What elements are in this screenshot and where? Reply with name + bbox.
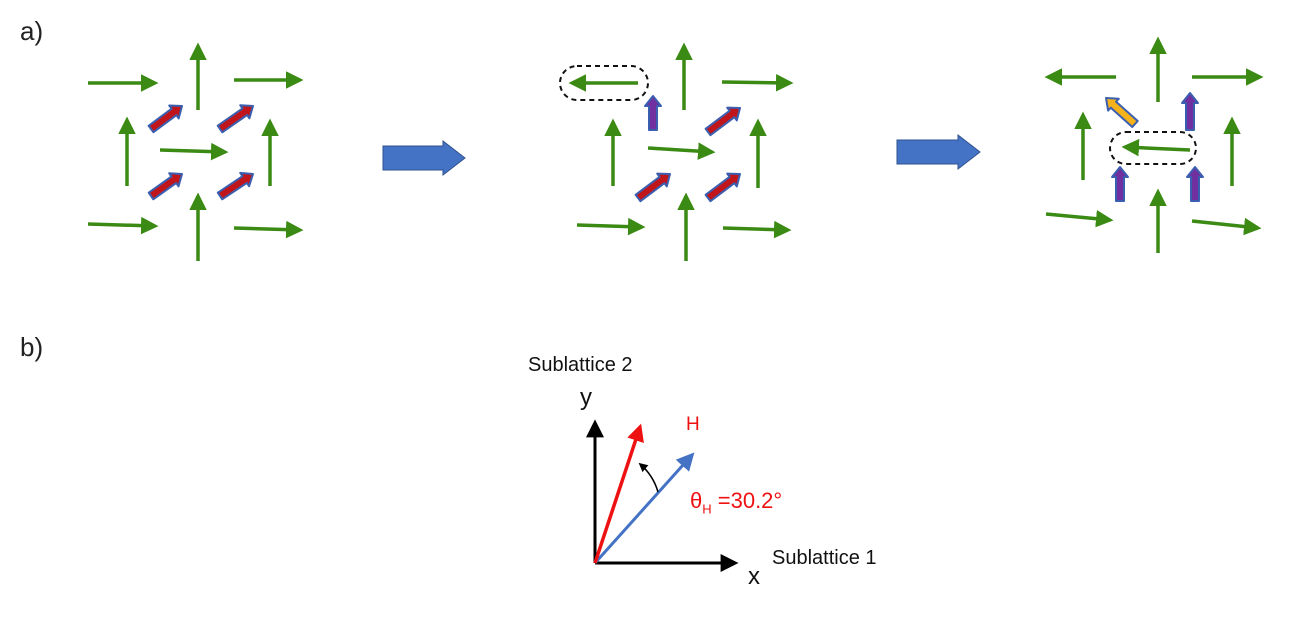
green-spin-arrow bbox=[576, 217, 646, 236]
red-spin-arrow bbox=[147, 172, 183, 201]
red-spin-arrow bbox=[634, 172, 671, 203]
angle-symbol: θ bbox=[690, 488, 703, 513]
green-spin-arrow bbox=[1191, 217, 1262, 236]
red-spin-arrow bbox=[216, 171, 254, 201]
purple-spin-arrow bbox=[1111, 166, 1129, 202]
green-spin-arrow bbox=[647, 142, 716, 160]
red-spin-arrow bbox=[147, 104, 183, 134]
green-spin-arrow bbox=[233, 220, 304, 239]
angle-arc-arrow bbox=[638, 462, 659, 493]
green-spin-arrow bbox=[87, 216, 159, 235]
green-spin-arrow bbox=[159, 142, 229, 161]
purple-spin-arrow bbox=[1181, 92, 1199, 131]
green-spin-arrow bbox=[721, 74, 794, 92]
y-axis-label: y bbox=[580, 384, 592, 411]
y-axis-caption: Sublattice 2 bbox=[528, 354, 633, 376]
process-arrow bbox=[896, 133, 981, 171]
purple-spin-arrow bbox=[1186, 166, 1204, 202]
x-axis-label: x bbox=[748, 563, 760, 590]
panel-b-vectors bbox=[586, 419, 739, 572]
panel-label-b: b) bbox=[20, 332, 44, 362]
diagonal-vector-arrow bbox=[593, 452, 695, 565]
green-spin-arrow bbox=[1045, 209, 1114, 228]
angle-label: θH =30.2° bbox=[690, 488, 782, 516]
orange-spin-arrow bbox=[1105, 97, 1139, 128]
red-spin-arrow bbox=[216, 104, 254, 134]
panel-label-a: a) bbox=[20, 16, 44, 46]
green-spin-arrow bbox=[722, 220, 792, 239]
angle-subscript: H bbox=[702, 501, 712, 517]
angle-value: =30.2° bbox=[711, 488, 783, 513]
field-label: H bbox=[686, 414, 700, 435]
dashed-highlight-box bbox=[559, 65, 649, 101]
dashed-highlight-box bbox=[1109, 131, 1197, 165]
red-spin-arrow bbox=[704, 172, 741, 203]
x-axis-caption: Sublattice 1 bbox=[772, 547, 877, 569]
red-spin-arrow bbox=[704, 106, 741, 137]
panel-a bbox=[87, 36, 1264, 261]
process-arrow bbox=[382, 139, 466, 177]
green-spin-arrow bbox=[1121, 138, 1191, 157]
field-h-arrow bbox=[593, 423, 644, 564]
purple-spin-arrow bbox=[644, 95, 662, 131]
